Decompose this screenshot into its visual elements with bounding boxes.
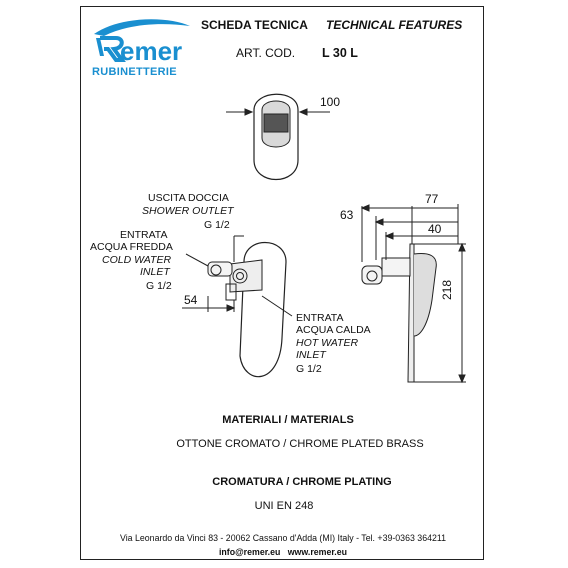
dimension-width: 100 <box>320 95 341 109</box>
cold-inlet-size: G 1/2 <box>146 280 172 292</box>
shower-outlet-label-en: SHOWER OUTLET <box>142 205 234 217</box>
shower-outlet-label-it: USCITA DOCCIA <box>148 192 229 204</box>
cold-inlet-label-it-1: ENTRATA <box>120 229 168 241</box>
logo-subtitle: RUBINETTERIE <box>92 66 177 78</box>
hot-inlet-size: G 1/2 <box>296 363 322 375</box>
hot-inlet-label-it-1: ENTRATA <box>296 312 344 324</box>
article-code: L 30 L <box>322 46 358 60</box>
shower-outlet-size: G 1/2 <box>204 219 230 231</box>
dimension-plate-height: 218 <box>440 279 454 300</box>
title-english: TECHNICAL FEATURES <box>326 18 463 32</box>
logo-wordmark: emer <box>120 36 182 66</box>
cold-inlet-label-it-2: ACQUA FREDDA <box>90 241 173 253</box>
plating-value: UNI EN 248 <box>254 500 314 512</box>
footer-contact[interactable]: info@remer.eu www.remer.eu <box>218 547 348 557</box>
cold-inlet-label-en-1: COLD WATER <box>102 254 172 266</box>
title-italian: SCHEDA TECNICA <box>201 18 308 32</box>
hot-inlet-label-en-1: HOT WATER <box>296 337 359 349</box>
dimension-outlet-height: 63 <box>340 208 354 222</box>
datasheet-frame <box>80 6 484 560</box>
hot-inlet-label-en-2: INLET <box>296 349 326 361</box>
footer-address: Via Leonardo da Vinci 83 - 20062 Cassano… <box>120 533 446 543</box>
dimension-depth-plate: 40 <box>428 222 442 236</box>
dimension-depth-total: 77 <box>425 192 439 206</box>
article-code-label: ART. COD. <box>236 46 296 60</box>
materials-value: OTTONE CROMATO / CHROME PLATED BRASS <box>176 438 424 450</box>
plating-title: CROMATURA / CHROME PLATING <box>212 476 392 488</box>
hot-inlet-label-it-2: ACQUA CALDA <box>296 324 371 336</box>
cold-inlet-label-en-2: INLET <box>140 266 170 278</box>
materials-title: MATERIALI / MATERIALS <box>222 414 354 426</box>
dimension-outlet-offset: 54 <box>184 293 198 307</box>
